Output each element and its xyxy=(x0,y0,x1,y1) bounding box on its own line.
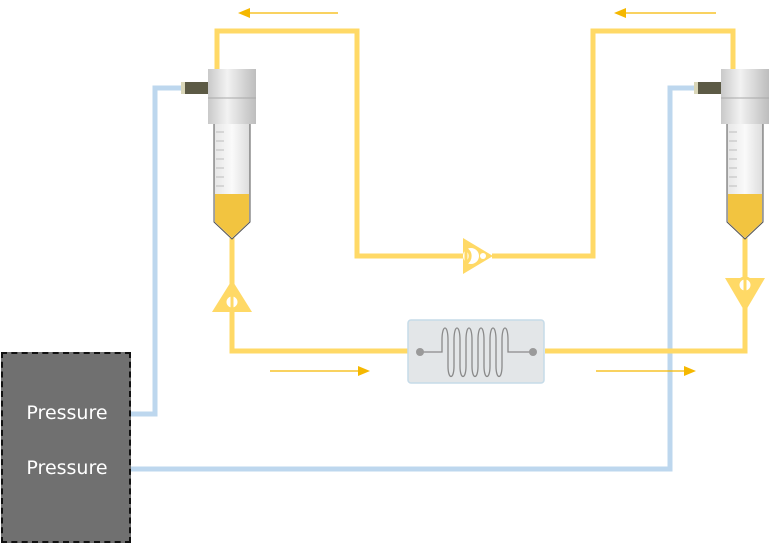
check-valve-right xyxy=(725,276,765,312)
pressure-line-right xyxy=(131,85,697,472)
flow-arrow-bottom-right xyxy=(596,366,696,376)
flow-arrows xyxy=(238,8,716,376)
pressure-output-label-2: Pressure xyxy=(26,457,108,479)
serpentine-chip xyxy=(407,319,545,384)
check-valve-left xyxy=(212,280,252,312)
fluid-line-left-bottom xyxy=(229,238,410,354)
reservoir-cap-left xyxy=(208,69,256,124)
liquid-left xyxy=(215,194,249,238)
pressure-line-left xyxy=(131,85,183,417)
fluid-lines xyxy=(214,28,748,354)
reservoir-cap-right xyxy=(721,69,769,124)
pressure-lines xyxy=(131,85,697,472)
fluid-line-right-bottom xyxy=(545,238,748,354)
flow-arrow-top-left xyxy=(238,8,338,18)
pressure-controller: Pressure Pressure xyxy=(1,352,131,543)
fluid-line-top-right xyxy=(492,28,736,259)
pressure-output-label-1: Pressure xyxy=(26,402,108,424)
pressure-fitting-right xyxy=(694,82,722,94)
flow-arrow-top-right xyxy=(614,8,716,18)
chip-outlet-port xyxy=(529,348,537,356)
pressure-fitting-left xyxy=(181,82,209,94)
check-valve-top xyxy=(463,238,493,274)
right-reservoir xyxy=(694,69,769,240)
fluid-line-top-left xyxy=(214,28,465,259)
left-reservoir xyxy=(181,69,256,240)
flow-arrow-bottom-left xyxy=(270,366,370,376)
liquid-right xyxy=(728,194,762,238)
chip-inlet-port xyxy=(416,348,424,356)
